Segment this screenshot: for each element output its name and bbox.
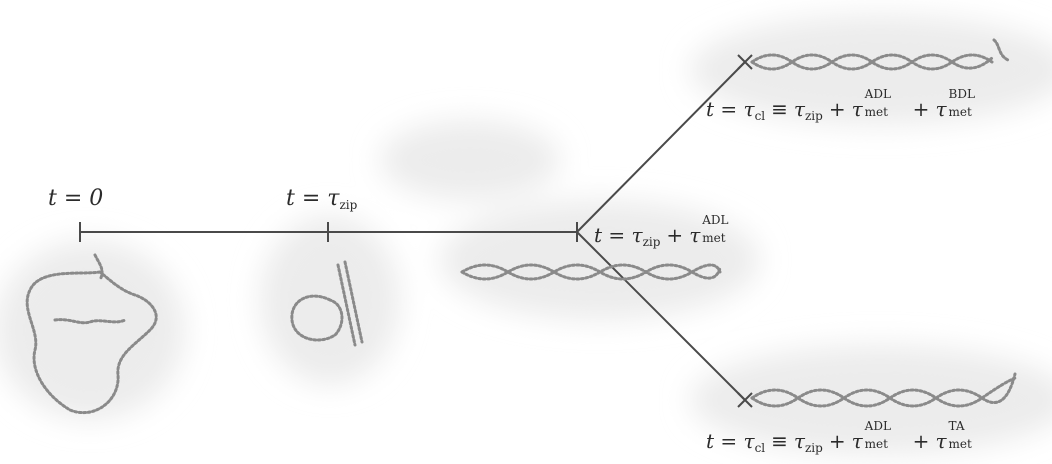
label-tzip: t = τzip [286,188,357,211]
background-haze [0,15,1052,455]
label-t0: t = 0 [48,188,103,210]
